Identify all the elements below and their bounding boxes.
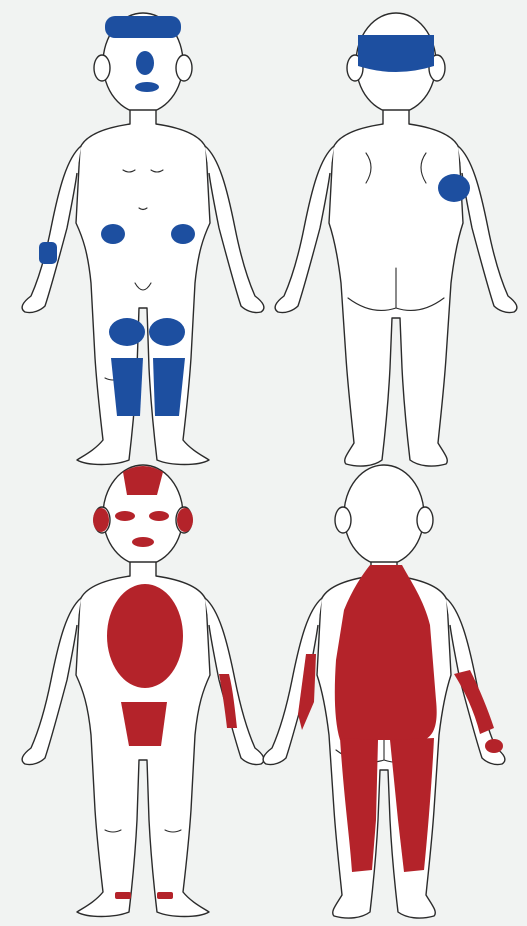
region-scalp-top: [123, 466, 163, 495]
bottom-front-figure: [22, 465, 264, 917]
region-right-hip: [171, 224, 195, 244]
region-right-wrist: [39, 242, 57, 264]
region-right-ear: [177, 508, 193, 532]
region-mouth: [132, 537, 154, 547]
region-genital: [121, 702, 167, 746]
region-trunk: [107, 584, 183, 688]
top-back-silhouette: [275, 13, 517, 466]
region-right-knee: [149, 318, 185, 346]
region-left-hip: [101, 224, 125, 244]
region-right-elbow: [438, 174, 470, 202]
region-back-right-hand: [485, 739, 503, 753]
region-right-eyelid: [149, 511, 169, 521]
region-nose: [136, 51, 154, 75]
region-left-ear: [93, 508, 109, 532]
region-occiput: [358, 35, 434, 72]
region-forehead: [105, 16, 181, 38]
bottom-back-figure: [263, 465, 505, 918]
region-right-foot: [157, 892, 173, 899]
region-left-foot: [115, 892, 131, 899]
region-left-knee: [109, 318, 145, 346]
top-front-silhouette: [22, 13, 264, 465]
top-back-figure: [275, 13, 517, 466]
top-front-figure: [22, 13, 264, 465]
region-left-eyelid: [115, 511, 135, 521]
region-chin: [135, 82, 159, 92]
